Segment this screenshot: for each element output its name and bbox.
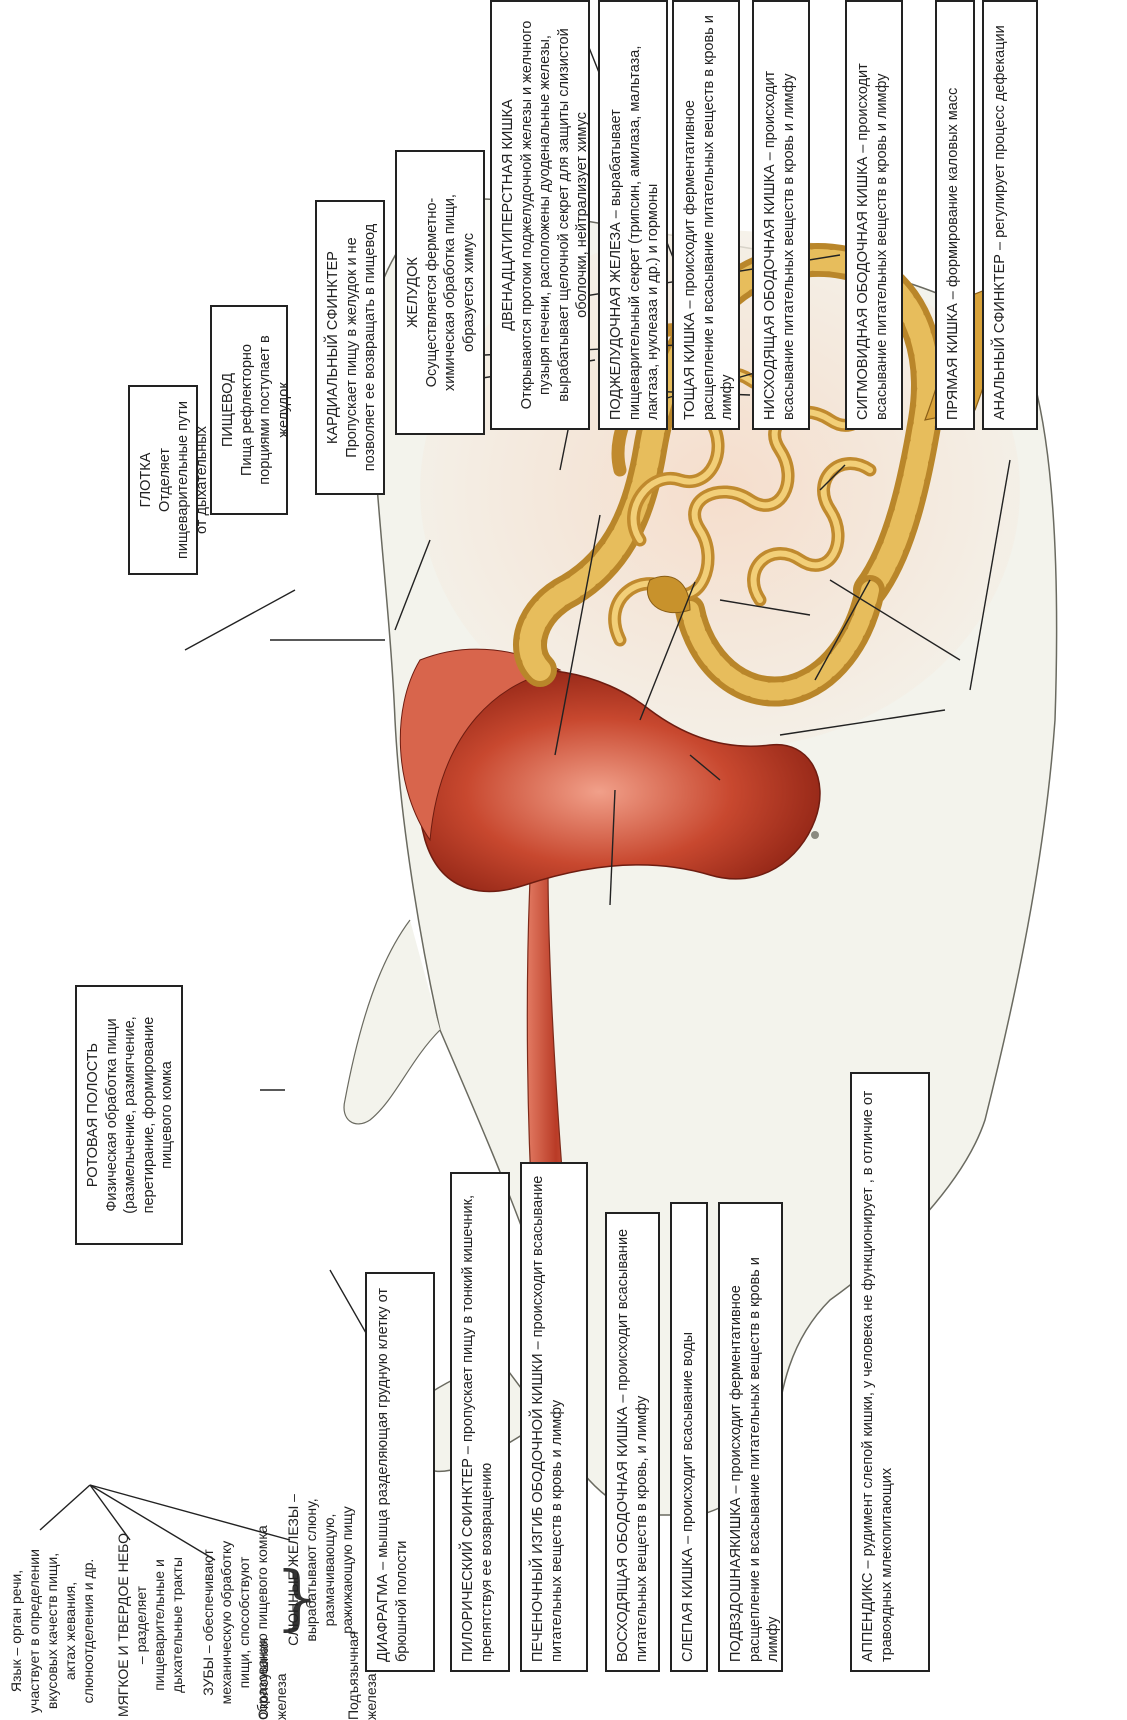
diaphragm-box: ДИАФРАГМА – мышца разделяющая грудную кл…	[365, 1272, 435, 1672]
mouth-box: РОТОВАЯ ПОЛОСТЬ Физическая обработка пищ…	[75, 985, 183, 1245]
duodenum-text: Открываются протоки поджелудочной железы…	[518, 10, 592, 420]
jejunum-box: ТОЩАЯ КИШКА – происходит ферментативное …	[672, 0, 740, 430]
hepatic-flexure-box: ПЕЧЕНОЧНЫЙ ИЗГИБ ОБОДОЧНОЙ КИШКИ – проис…	[520, 1162, 588, 1672]
pharynx-box: ГЛОТКА Отделяет пищеварительные пути от …	[128, 385, 198, 575]
appendix-box: АППЕНДИКС – рудимент слепой кишки, у чел…	[850, 1072, 930, 1672]
rectum-box: ПРЯМАЯ КИШКА – формирование каловых масс	[935, 0, 975, 430]
salivary-glands-label: СЛЮННЫЕ ЖЕЛЕЗЫ – вырабатывают слюну, раз…	[285, 1475, 357, 1665]
stomach-title: ЖЕЛУДОК	[404, 160, 423, 425]
sigmoid-colon-box: СИГМОВИДНАЯ ОБОДОЧНАЯ КИШКА – происходит…	[845, 0, 903, 430]
cecum-box: СЛЕПАЯ КИШКА – происходит всасывание вод…	[670, 1202, 708, 1672]
cardiac-sphincter-text: Пропускает пищу в желудок и не позволяет…	[343, 210, 380, 485]
duodenum-title: ДВЕНАДЦАТИПЕРСТНАЯ КИШКА	[499, 10, 518, 420]
esophagus-title: ПИЩЕВОД	[219, 315, 238, 505]
mouth-text: Физическая обработка пищи (размельчение,…	[103, 995, 177, 1235]
pyloric-sphincter-box: ПИЛОРИЧЕСКИЙ СФИНКТЕР – пропускает пищу …	[450, 1172, 510, 1672]
pharynx-text: Отделяет пищеварительные пути от дыхател…	[156, 395, 212, 565]
esophagus-box: ПИЩЕВОД Пища рефлекторно порциями поступ…	[210, 305, 288, 515]
esophagus-text: Пища рефлекторно порциями поступает в же…	[238, 315, 294, 505]
cardiac-sphincter-box: КАРДИАЛЬНЫЙ СФИНКТЕР Пропускает пищу в ж…	[315, 200, 385, 495]
pancreas-box: ПОДЖЕЛУДОЧНАЯ ЖЕЛЕЗА – вырабатывает пище…	[598, 0, 668, 430]
descending-colon-box: НИСХОДЯЩАЯ ОБОДОЧНАЯ КИШКА – происходит …	[752, 0, 810, 430]
stomach-box: ЖЕЛУДОК Осуществляется ферметно-химическ…	[395, 150, 485, 435]
anal-sphincter-box: АНАЛЬНЫЙ СФИНКТЕР – регулирует процесс д…	[982, 0, 1038, 430]
palate-label: МЯГКОЕ И ТВЕРДОЕ НЕБО – разделяет пищева…	[115, 1530, 187, 1720]
ileum-box: ПОДВЗДОШНАЯКИШКА – происходит ферментати…	[718, 1202, 783, 1672]
cardiac-sphincter-title: КАРДИАЛЬНЫЙ СФИНКТЕР	[324, 210, 343, 485]
stomach-text: Осуществляется ферметно-химическая обраб…	[423, 160, 479, 425]
tongue-label: Язык – орган речи, участвует в определен…	[8, 1542, 98, 1720]
mouth-title: РОТОВАЯ ПОЛОСТЬ	[84, 995, 103, 1235]
ascending-colon-box: ВОСХОДЯЩАЯ ОБОДОЧНАЯ КИШКА – происходит …	[605, 1212, 660, 1672]
pharynx-title: ГЛОТКА	[137, 395, 156, 565]
duodenum-box: ДВЕНАДЦАТИПЕРСТНАЯ КИШКА Открываются про…	[490, 0, 590, 430]
